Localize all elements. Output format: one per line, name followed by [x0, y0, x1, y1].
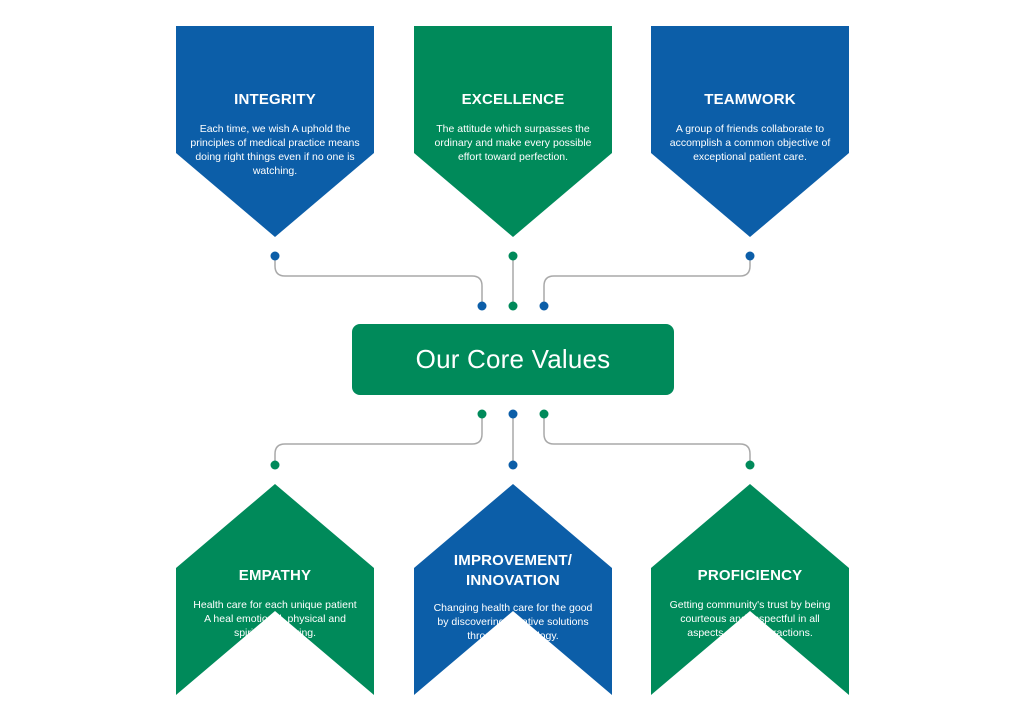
- integrity-chevron: [176, 26, 374, 237]
- integrity-dot-top: [270, 251, 280, 261]
- proficiency-title: PROFICIENCY: [697, 567, 803, 584]
- teamwork-connector: [543, 256, 751, 306]
- excellence-dot-center: [508, 301, 518, 311]
- teamwork-block: TEAMWORK A group of friends collaborate …: [665, 90, 835, 164]
- empathy-description: Health care for each unique patient A he…: [193, 599, 357, 639]
- improvement-innovation-title: IMPROVEMENT/ INNOVATION: [453, 552, 573, 589]
- teamwork-dot-top: [745, 251, 755, 261]
- integrity-dot-center: [477, 301, 487, 311]
- empathy-block: EMPATHY Health care for each unique pati…: [190, 566, 360, 640]
- integrity-title: INTEGRITY: [234, 91, 316, 108]
- excellence-description: The attitude which surpasses the ordinar…: [434, 123, 592, 163]
- improvement-innovation-dot-bottom: [508, 460, 518, 470]
- empathy-chevron: [176, 484, 374, 695]
- improvement-innovation-chevron: [414, 484, 612, 695]
- empathy-title: EMPATHY: [238, 567, 312, 584]
- teamwork-chevron: [651, 26, 849, 237]
- excellence-chevron: [414, 26, 612, 237]
- empathy-dot-bottom: [270, 460, 280, 470]
- empathy-dot-center: [477, 409, 487, 419]
- proficiency-chevron: [651, 484, 849, 695]
- proficiency-block: PROFICIENCY Getting community's trust by…: [665, 566, 835, 640]
- excellence-title: EXCELLENCE: [461, 91, 565, 108]
- core-values-title-box: Our Core Values: [352, 324, 674, 395]
- teamwork-dot-center: [539, 301, 549, 311]
- proficiency-connector: [543, 414, 751, 465]
- integrity-connector: [274, 256, 483, 306]
- improvement-innovation-block: IMPROVEMENT/ INNOVATION Changing health …: [428, 551, 598, 643]
- proficiency-description: Getting community's trust by being court…: [669, 599, 831, 639]
- core-values-title: Our Core Values: [415, 344, 611, 374]
- improvement-innovation-description: Changing health care for the good by dis…: [433, 602, 593, 642]
- teamwork-title: TEAMWORK: [704, 91, 796, 108]
- excellence-dot-top: [508, 251, 518, 261]
- improvement-innovation-dot-center: [508, 409, 518, 419]
- proficiency-dot-center: [539, 409, 549, 419]
- proficiency-dot-bottom: [745, 460, 755, 470]
- integrity-block: INTEGRITY Each time, we wish A uphold th…: [190, 90, 360, 178]
- teamwork-description: A group of friends collaborate to accomp…: [669, 123, 831, 163]
- empathy-connector: [274, 414, 483, 465]
- excellence-block: EXCELLENCE The attitude which surpasses …: [428, 90, 598, 164]
- integrity-description: Each time, we wish A uphold the principl…: [190, 123, 360, 177]
